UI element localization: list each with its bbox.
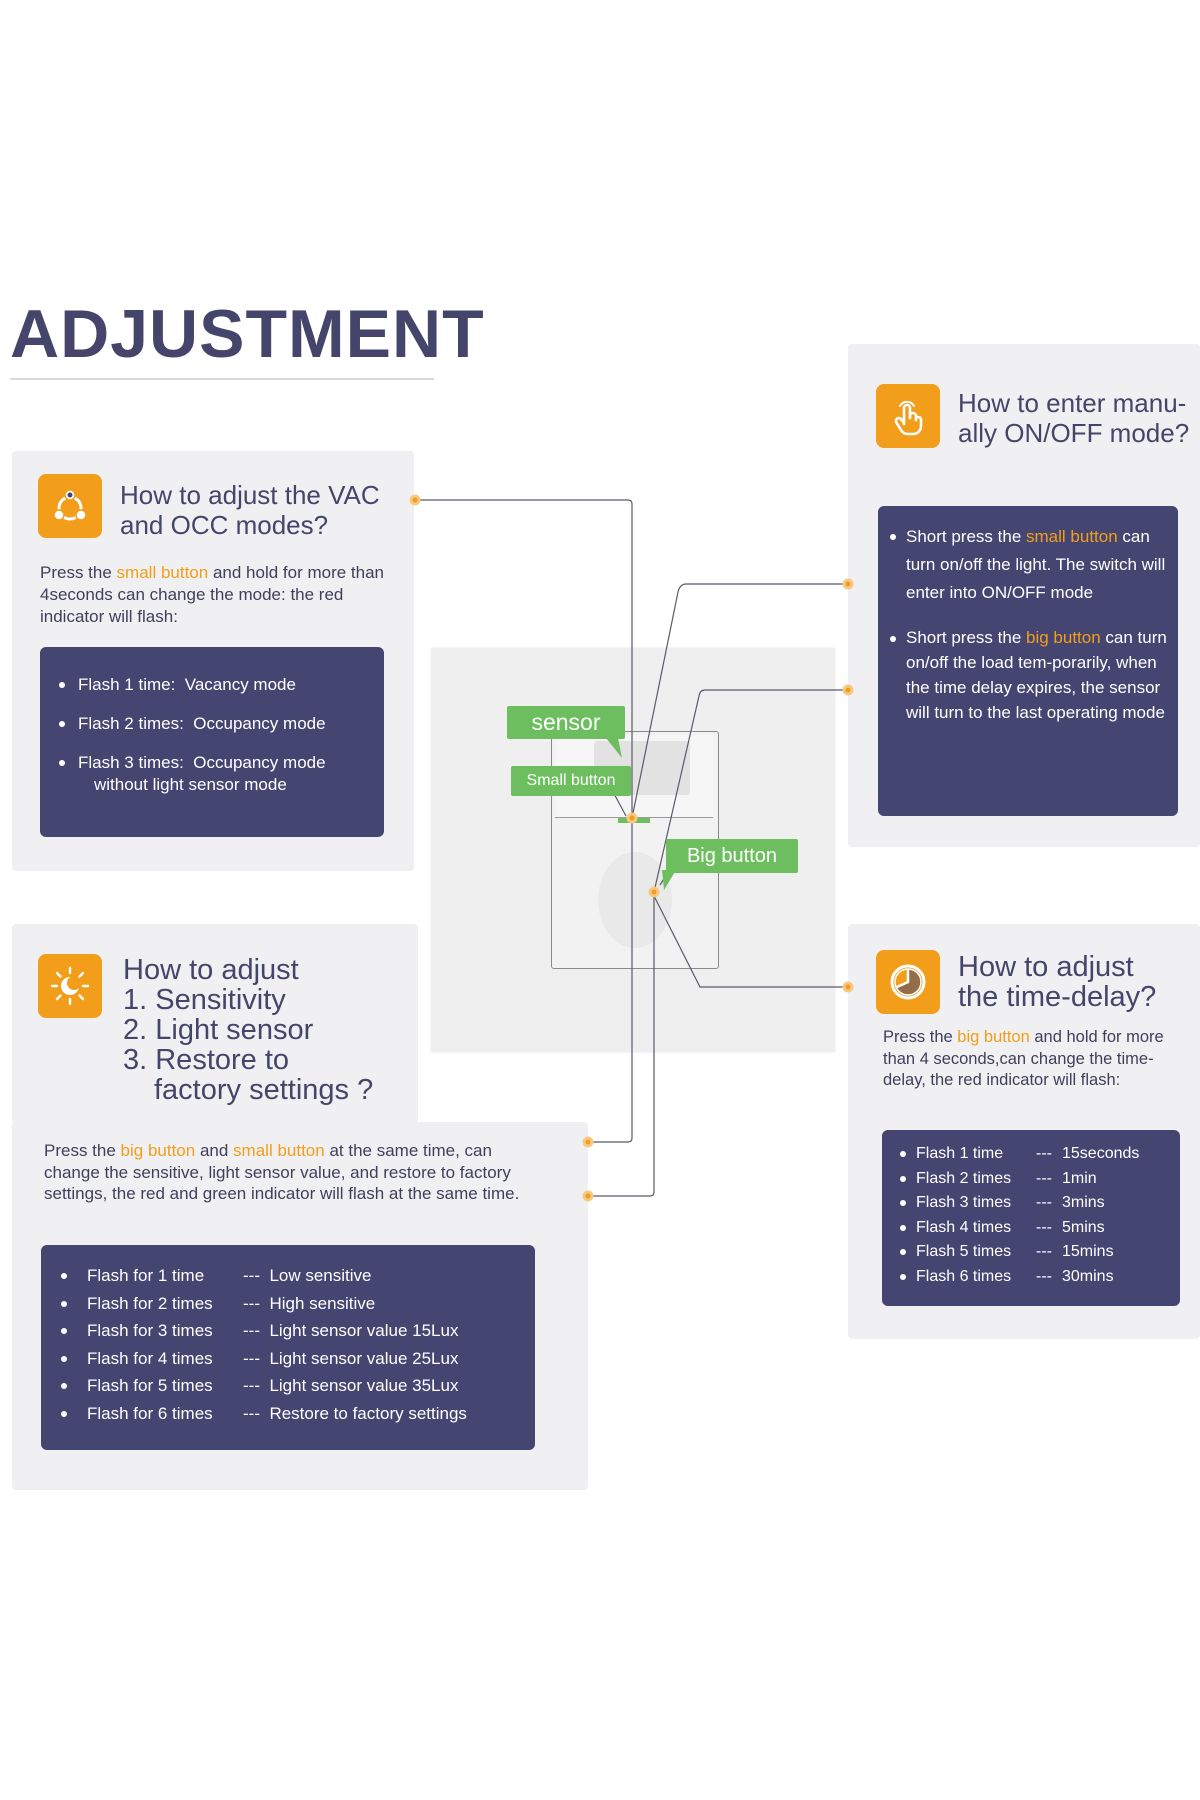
list-item: Flash 5 times---15mins: [882, 1240, 1180, 1265]
list-item: Flash 6 times---30mins: [882, 1265, 1180, 1290]
sensor-tag: sensor: [507, 706, 625, 739]
sensitivity-flash-list: Flash for 1 time--- Low sensitive Flash …: [41, 1245, 535, 1450]
hand-pointer-icon: [876, 384, 940, 448]
list-item: Flash for 3 times--- Light sensor value …: [41, 1317, 535, 1345]
list-item: Flash 2 times---1min: [882, 1167, 1180, 1192]
small-button-highlight: small button: [233, 1141, 325, 1160]
list-item: Flash for 1 time--- Low sensitive: [41, 1262, 535, 1290]
sensitivity-heading: How to adjust 1. Sensitivity 2. Light se…: [123, 954, 374, 1106]
list-item: Flash for 4 times--- Light sensor value …: [41, 1345, 535, 1373]
sun-moon-icon: [38, 954, 102, 1018]
list-item: Flash for 6 times--- Restore to factory …: [41, 1400, 535, 1428]
big-button-highlight: big button: [120, 1141, 196, 1160]
manual-mode-heading: How to enter manu- ally ON/OFF mode?: [958, 388, 1190, 448]
vac-occ-description: Press the small button and hold for more…: [40, 563, 384, 626]
title-divider: [10, 378, 434, 380]
small-button-tag: Small button: [511, 766, 631, 796]
page-title: ADJUSTMENT: [10, 296, 485, 372]
manual-mode-list: Short press the small button can turn on…: [878, 506, 1178, 816]
list-item: Flash 1 time: Vacancy mode: [40, 674, 384, 696]
clock-icon: [876, 950, 940, 1014]
list-item: Flash 1 time---15seconds: [882, 1142, 1180, 1167]
big-button[interactable]: [598, 852, 672, 948]
list-item: Short press the small button can turn on…: [878, 523, 1168, 607]
list-item: Flash 3 times---3mins: [882, 1191, 1180, 1216]
small-button[interactable]: [618, 818, 650, 823]
list-item: Flash for 5 times--- Light sensor value …: [41, 1372, 535, 1400]
sensitivity-description: Press the big button and small button at…: [44, 1141, 520, 1203]
big-button-tag: Big button: [666, 839, 798, 873]
small-button-highlight: small button: [116, 563, 209, 582]
list-item: Short press the big button can turn on/o…: [878, 625, 1168, 725]
time-delay-heading: How to adjust the time-delay?: [958, 951, 1157, 1013]
vac-occ-flash-list: Flash 1 time: Vacancy mode Flash 2 times…: [40, 647, 384, 837]
list-item: Flash for 2 times--- High sensitive: [41, 1290, 535, 1318]
mode-cycle-icon: [38, 474, 102, 538]
list-item: Flash 2 times: Occupancy mode: [40, 713, 384, 735]
vac-occ-heading: How to adjust the VAC and OCC modes?: [120, 480, 380, 540]
list-item: Flash 4 times---5mins: [882, 1216, 1180, 1241]
big-button-highlight: big button: [957, 1028, 1030, 1046]
time-delay-flash-list: Flash 1 time---15seconds Flash 2 times--…: [882, 1130, 1180, 1306]
time-delay-description: Press the big button and hold for more t…: [883, 1028, 1164, 1089]
